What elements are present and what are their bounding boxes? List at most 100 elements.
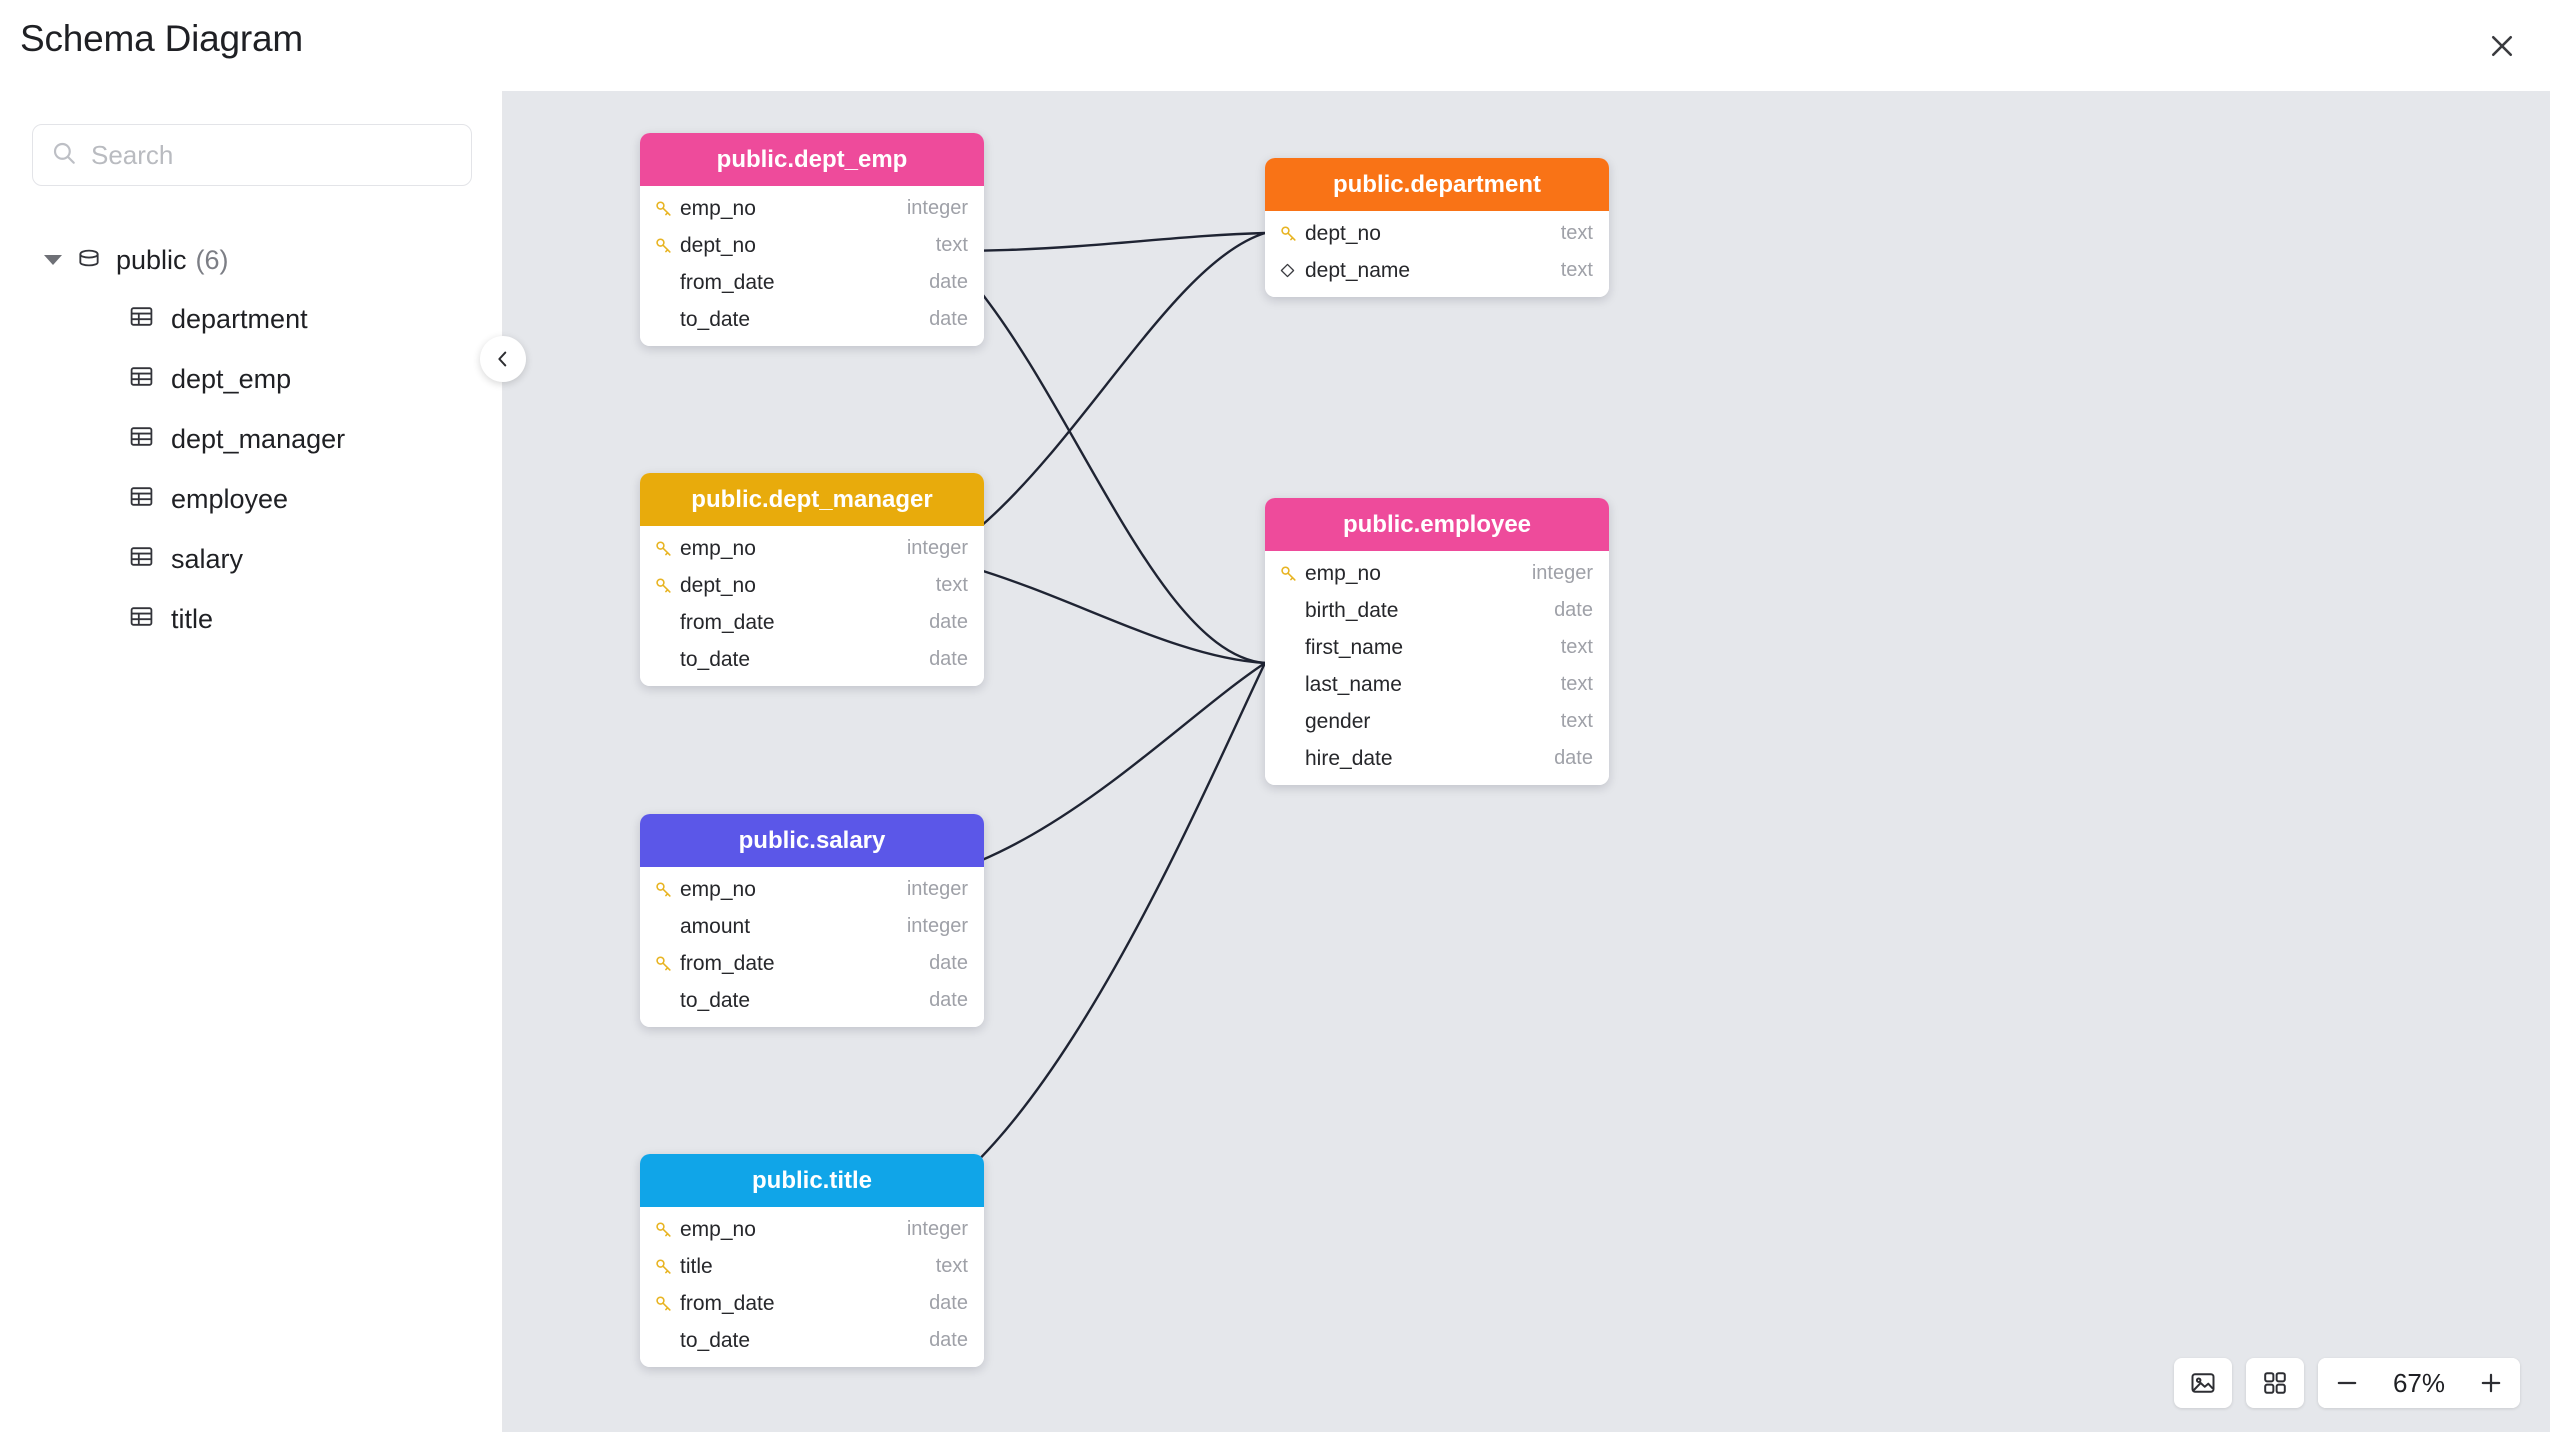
canvas-toolbar: 67% [2174,1358,2520,1408]
page-title: Schema Diagram [20,18,304,59]
key-icon [654,880,680,899]
sidebar-item-label: dept_manager [171,423,346,454]
column-name: to_date [680,1328,751,1352]
sidebar-item-label: employee [171,483,289,514]
column-row[interactable]: to_date date [640,982,984,1019]
close-icon[interactable] [2476,20,2528,72]
column-name: last_name [1305,672,1402,696]
column-type: date [929,1292,968,1314]
column-name: title [680,1254,713,1278]
column-row[interactable]: title text [640,1248,984,1285]
key-icon [1279,564,1305,583]
column-name: dept_no [680,573,756,597]
sidebar-collapse-button[interactable] [480,336,526,382]
grid-icon[interactable] [2246,1358,2304,1408]
column-type: integer [906,878,968,900]
table-icon [128,543,155,575]
tree-node-public[interactable]: public (6) [0,231,503,289]
column-type: text [1560,710,1593,732]
column-name: to_date [680,647,751,671]
sidebar-item-dept_manager[interactable]: dept_manager [0,409,503,469]
sidebar-item-department[interactable]: department [0,289,503,349]
column-type: text [935,1255,968,1277]
column-name: from_date [680,270,775,294]
table-icon [128,363,155,395]
key-icon [654,1294,680,1313]
sidebar-item-employee[interactable]: employee [0,469,503,529]
column-row[interactable]: dept_no text [1265,215,1609,252]
column-name: emp_no [680,536,756,560]
zoom-level-label[interactable]: 67% [2376,1358,2462,1408]
table-icon [128,423,155,455]
column-name: emp_no [1305,561,1381,585]
column-type: text [1560,222,1593,244]
column-row[interactable]: dept_no text [640,567,984,604]
column-name: from_date [680,610,775,634]
table-icon [128,603,155,635]
column-name: to_date [680,307,751,331]
key-icon [654,539,680,558]
search-input[interactable] [91,139,453,171]
column-name: dept_no [1305,221,1381,245]
column-type: date [1554,747,1593,769]
sidebar-item-title[interactable]: title [0,589,503,649]
zoom-control: 67% [2318,1358,2520,1408]
column-row[interactable]: from_date date [640,945,984,982]
column-type: date [929,952,968,974]
image-icon[interactable] [2174,1358,2232,1408]
table-list: department dept_emp dept_manager employe… [0,289,503,649]
table-icon [128,303,155,335]
zoom-out-button[interactable] [2318,1358,2376,1408]
column-name: birth_date [1305,598,1399,622]
sidebar-item-salary[interactable]: salary [0,529,503,589]
column-name: from_date [680,951,775,975]
column-name: to_date [680,988,751,1012]
column-row[interactable]: last_name text [1265,666,1609,703]
key-icon [1279,224,1305,243]
column-type: text [935,574,968,596]
diamond-icon [1279,262,1305,279]
column-name: emp_no [680,196,756,220]
column-type: text [1560,673,1593,695]
header-bar: Schema Diagram [0,0,2550,91]
sidebar-item-dept_emp[interactable]: dept_emp [0,349,503,409]
column-name: amount [680,914,751,938]
column-type: date [929,989,968,1011]
chevron-down-icon[interactable] [44,255,62,265]
zoom-in-button[interactable] [2462,1358,2520,1408]
schema-name: public [116,244,187,275]
search-icon [51,140,77,171]
search-box[interactable] [32,124,472,186]
sidebar-item-label: title [171,603,214,634]
table-icon [128,483,155,515]
